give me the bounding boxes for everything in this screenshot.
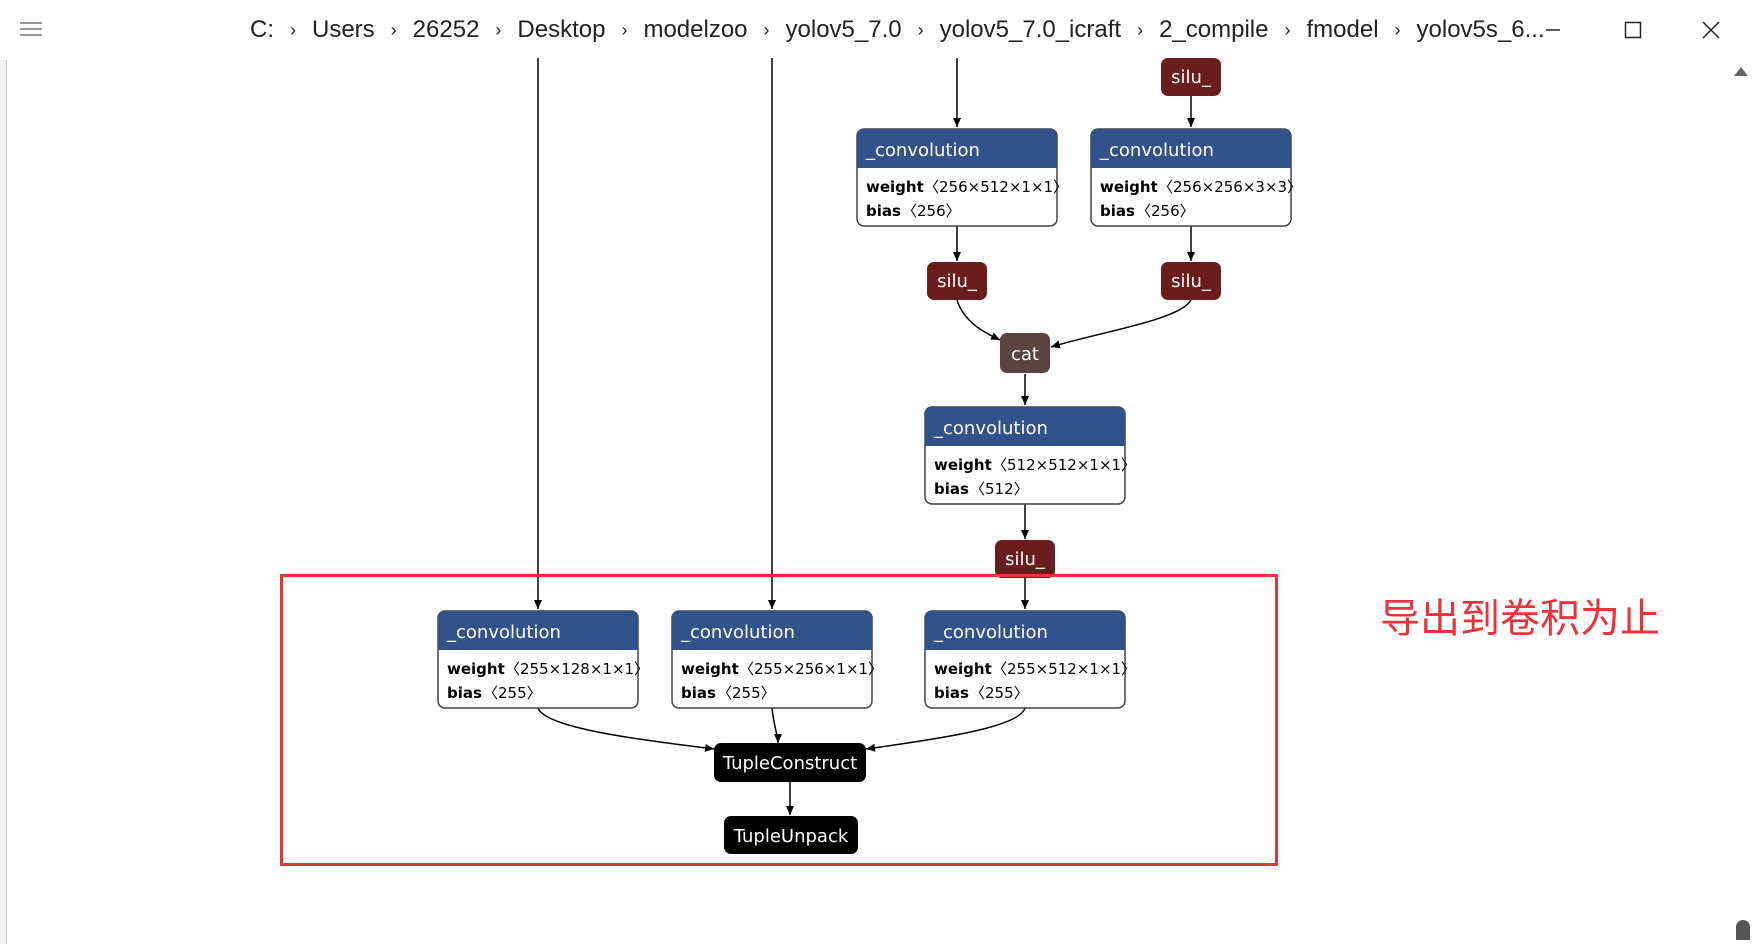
svg-text:bias: bias: [866, 202, 901, 220]
silu-node[interactable]: silu_: [927, 262, 987, 300]
svg-text:cat: cat: [1011, 344, 1039, 365]
svg-text:_convolution: _convolution: [680, 622, 795, 643]
menu-icon[interactable]: [20, 18, 42, 40]
convolution-node[interactable]: _convolution weight 〈255×128×1×1〉 bias 〈…: [437, 610, 649, 709]
svg-text:_convolution: _convolution: [446, 622, 561, 643]
maximize-button[interactable]: [1610, 12, 1656, 48]
breadcrumb-item[interactable]: yolov5_7.0_icraft: [939, 16, 1122, 43]
chevron-right-icon: ›: [1394, 20, 1401, 40]
chevron-right-icon: ›: [917, 20, 924, 40]
breadcrumb-item[interactable]: 2_compile: [1159, 16, 1269, 43]
svg-text:silu_: silu_: [1171, 271, 1212, 292]
edge: [956, 299, 1001, 341]
svg-text:weight: weight: [934, 660, 992, 678]
scrollbar-thumb[interactable]: [1736, 920, 1750, 940]
edge: [771, 707, 782, 744]
convolution-node[interactable]: _convolution weight 〈256×256×3×3〉 bias 〈…: [1090, 128, 1302, 227]
svg-text:TupleUnpack: TupleUnpack: [733, 826, 849, 847]
svg-text:_convolution: _convolution: [933, 622, 1048, 643]
svg-text:〈255×128×1×1〉: 〈255×128×1×1〉: [505, 660, 649, 678]
convolution-node[interactable]: _convolution weight 〈256×512×1×1〉 bias 〈…: [856, 128, 1068, 227]
minimize-button[interactable]: [1530, 12, 1576, 48]
silu-node[interactable]: silu_: [1161, 262, 1221, 300]
tuple-unpack-node[interactable]: TupleUnpack: [724, 816, 858, 854]
svg-text:bias: bias: [934, 684, 969, 702]
chevron-right-icon: ›: [495, 20, 502, 40]
silu-node[interactable]: silu_: [1161, 58, 1221, 96]
svg-text:silu_: silu_: [1171, 67, 1212, 88]
svg-text:〈255〉: 〈255〉: [970, 684, 1029, 702]
chevron-right-icon: ›: [1137, 20, 1144, 40]
svg-text:weight: weight: [1100, 178, 1158, 196]
svg-text:〈255×256×1×1〉: 〈255×256×1×1〉: [739, 660, 883, 678]
chevron-right-icon: ›: [290, 20, 296, 40]
svg-text:bias: bias: [447, 684, 482, 702]
svg-text:silu_: silu_: [937, 271, 978, 292]
chevron-right-icon: ›: [1284, 20, 1291, 40]
svg-text:〈255×512×1×1〉: 〈255×512×1×1〉: [992, 660, 1136, 678]
chevron-right-icon: ›: [763, 20, 770, 40]
edge: [537, 707, 715, 752]
close-icon: [1702, 21, 1720, 39]
svg-text:〈256〉: 〈256〉: [1136, 202, 1195, 220]
convolution-node[interactable]: _convolution weight 〈512×512×1×1〉 bias 〈…: [924, 406, 1136, 505]
svg-text:bias: bias: [1100, 202, 1135, 220]
breadcrumb: C: › Users › 26252 › Desktop › modelzoo …: [246, 12, 1549, 48]
svg-text:〈255〉: 〈255〉: [483, 684, 542, 702]
breadcrumb-item[interactable]: fmodel: [1306, 16, 1379, 43]
edge: [865, 707, 1026, 752]
breadcrumb-item[interactable]: modelzoo: [643, 16, 748, 43]
svg-text:weight: weight: [934, 456, 992, 474]
tuple-construct-node[interactable]: TupleConstruct: [714, 743, 866, 782]
breadcrumb-item[interactable]: C:: [250, 16, 274, 43]
svg-text:silu_: silu_: [1005, 549, 1046, 570]
svg-text:_convolution: _convolution: [933, 418, 1048, 439]
chevron-right-icon: ›: [621, 20, 628, 40]
graph-edges: [534, 58, 1195, 815]
convolution-node[interactable]: _convolution weight 〈255×256×1×1〉 bias 〈…: [671, 610, 883, 709]
convolution-node[interactable]: _convolution weight 〈255×512×1×1〉 bias 〈…: [924, 610, 1136, 709]
svg-text:〈256〉: 〈256〉: [902, 202, 961, 220]
left-panel-edge: [0, 60, 7, 944]
breadcrumb-item[interactable]: Desktop: [517, 16, 606, 43]
silu-node[interactable]: silu_: [995, 540, 1055, 578]
edge: [1050, 299, 1192, 349]
svg-text:_convolution: _convolution: [1099, 140, 1214, 161]
breadcrumb-item[interactable]: Users: [312, 16, 375, 43]
svg-text:〈256×256×3×3〉: 〈256×256×3×3〉: [1158, 178, 1302, 196]
highlight-box: [280, 574, 1278, 866]
title-bar: C: › Users › 26252 › Desktop › modelzoo …: [0, 0, 1752, 60]
svg-text:bias: bias: [934, 480, 969, 498]
scroll-up-icon[interactable]: [1732, 64, 1750, 78]
breadcrumb-item[interactable]: yolov5s_6...: [1416, 16, 1545, 43]
cat-node[interactable]: cat: [1000, 333, 1050, 373]
svg-text:weight: weight: [681, 660, 739, 678]
svg-text:weight: weight: [447, 660, 505, 678]
svg-text:〈512×512×1×1〉: 〈512×512×1×1〉: [992, 456, 1136, 474]
breadcrumb-item[interactable]: yolov5_7.0: [785, 16, 902, 43]
svg-text:TupleConstruct: TupleConstruct: [722, 753, 857, 774]
breadcrumb-item[interactable]: 26252: [412, 16, 480, 43]
chevron-right-icon: ›: [390, 20, 397, 40]
annotation-text: 导出到卷积为止: [1380, 596, 1660, 642]
maximize-icon: [1624, 21, 1642, 39]
svg-text:bias: bias: [681, 684, 716, 702]
minimize-icon: [1546, 29, 1560, 31]
svg-text:_convolution: _convolution: [865, 140, 980, 161]
svg-text:〈256×512×1×1〉: 〈256×512×1×1〉: [924, 178, 1068, 196]
svg-text:〈255〉: 〈255〉: [717, 684, 776, 702]
svg-text:〈512〉: 〈512〉: [970, 480, 1029, 498]
svg-text:weight: weight: [866, 178, 924, 196]
close-button[interactable]: [1688, 12, 1734, 48]
